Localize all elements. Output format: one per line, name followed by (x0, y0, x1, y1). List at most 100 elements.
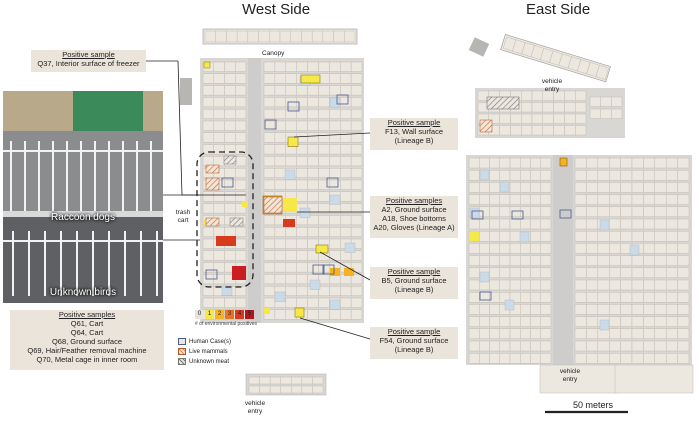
stall (574, 157, 587, 169)
stall (499, 113, 511, 124)
stall (296, 120, 308, 131)
stall (520, 157, 531, 169)
stall (586, 340, 599, 352)
stall (540, 182, 552, 193)
stall (654, 279, 667, 291)
stall (574, 304, 587, 315)
stall (620, 340, 633, 352)
stall (307, 297, 319, 308)
stall (620, 230, 633, 242)
stall (202, 108, 214, 119)
stall (235, 120, 247, 131)
stall (274, 179, 286, 190)
stall (307, 167, 319, 178)
stall (296, 286, 308, 296)
stall (666, 353, 678, 364)
stall (540, 157, 552, 169)
stall (263, 156, 276, 167)
stall (235, 286, 247, 296)
stall (263, 262, 276, 273)
stall (609, 304, 621, 315)
unknown-meat-stall (229, 217, 244, 227)
stall (631, 194, 644, 205)
stall (329, 286, 341, 296)
stall (530, 328, 541, 339)
scale-cell: 1 (205, 310, 214, 319)
stall (329, 179, 341, 190)
stall (263, 132, 276, 143)
stall (631, 328, 644, 339)
stall (479, 292, 490, 303)
light-blue-stall (499, 181, 510, 193)
light-blue-stall (329, 97, 341, 108)
positive-stall (300, 74, 321, 84)
stall (213, 203, 225, 214)
stall (340, 215, 352, 226)
stall (520, 279, 531, 291)
stall (263, 97, 276, 108)
stall (520, 218, 531, 230)
stall (509, 230, 521, 242)
stall (677, 328, 690, 339)
stall (202, 297, 214, 308)
stall (530, 230, 541, 242)
stall (631, 182, 644, 193)
stall (213, 108, 225, 119)
west-side-title: West Side (242, 1, 311, 18)
stall (224, 132, 236, 143)
stall (677, 243, 690, 254)
scale-cell: 3 (225, 310, 234, 319)
stall (489, 304, 500, 315)
stall (263, 274, 276, 285)
stall (258, 30, 270, 43)
map-legend: Human Case(s) Live mammals Unknown meat (178, 337, 231, 367)
stall (677, 292, 690, 303)
scale-cell: 5 (245, 310, 254, 319)
stall (666, 194, 678, 205)
positive-stall (232, 266, 246, 280)
stall (489, 230, 500, 242)
leader-f54 (299, 317, 371, 340)
stall (509, 157, 521, 169)
stall (553, 113, 565, 124)
stall (224, 85, 236, 96)
stall (274, 238, 286, 249)
stall (586, 316, 599, 327)
stall (509, 206, 521, 218)
light-blue-stall (519, 231, 530, 243)
stall (468, 279, 480, 291)
stall (296, 238, 308, 249)
stall (479, 328, 490, 339)
stall (600, 108, 612, 119)
stall (263, 226, 276, 237)
stall (215, 30, 227, 43)
stall (509, 218, 521, 230)
stall (274, 226, 286, 237)
stall (318, 132, 330, 143)
stall (521, 90, 533, 101)
live-mammals-stall (263, 196, 283, 214)
stall (574, 218, 587, 230)
stall (643, 157, 656, 169)
callout-q-group-line: Q70, Metal cage in inner room (36, 355, 138, 364)
stall (468, 218, 480, 230)
legend-item-label: Live mammals (189, 349, 228, 355)
stall (575, 102, 587, 113)
stall (509, 267, 521, 278)
storage-building (180, 78, 192, 105)
live-mammals-hatch-icon (178, 347, 186, 355)
stall (350, 226, 363, 237)
stall (350, 167, 363, 178)
stall (318, 215, 330, 226)
stall (213, 61, 225, 72)
stall (609, 182, 621, 193)
stall (235, 250, 247, 261)
stall (340, 309, 352, 320)
human-case-stall (559, 209, 572, 219)
stall (329, 73, 341, 84)
raccoon-dogs-caption: Raccoon dogs (51, 212, 115, 223)
stall (509, 169, 521, 181)
scale-cell: 4 (235, 310, 244, 319)
stall (643, 292, 656, 303)
stall (235, 108, 247, 119)
